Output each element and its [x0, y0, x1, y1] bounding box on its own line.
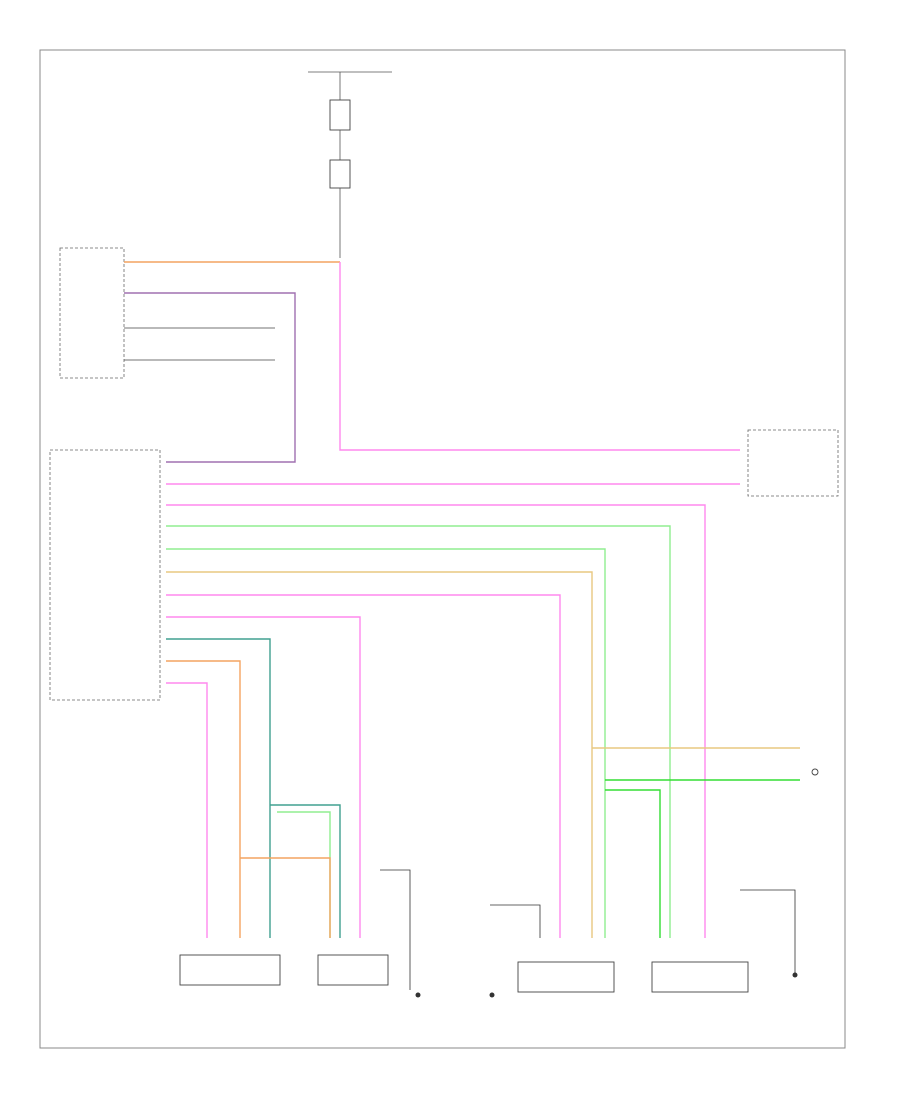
circuit-breaker — [329, 159, 351, 189]
wire-black-2 — [490, 904, 541, 938]
wire-black-1 — [380, 869, 411, 990]
wire-cluster-8 — [166, 638, 271, 938]
diagram-frame — [39, 49, 846, 1049]
wire-cluster-4 — [166, 548, 606, 938]
wire-teal-branch — [270, 804, 341, 938]
ground-symbol — [792, 972, 798, 978]
rf-door-ajar-switch — [179, 954, 281, 986]
ground-symbol — [489, 992, 495, 998]
wire-purple-bcm — [124, 292, 296, 463]
lr-door-ajar-switch — [517, 961, 615, 993]
wire-cluster-3 — [166, 525, 671, 938]
rr-door-ajar-switch — [651, 961, 749, 993]
liftgate-switch — [811, 768, 819, 776]
power-feed — [308, 71, 392, 258]
wire-cluster-10 — [166, 682, 208, 938]
cluster — [49, 449, 161, 701]
passenger-side-jb — [747, 429, 839, 497]
ground-symbol — [415, 992, 421, 998]
wire-cluster-9 — [166, 660, 241, 938]
interior-light-fuse — [329, 99, 351, 131]
wires — [124, 261, 800, 990]
wire-cluster-2 — [166, 504, 706, 938]
wire-cluster-6 — [166, 594, 561, 938]
wire-cluster-5 — [166, 571, 593, 938]
body-control-module — [59, 247, 125, 379]
wire-black-3 — [740, 889, 796, 975]
wire-cluster-7 — [166, 616, 361, 938]
wire-green-branch — [277, 811, 331, 938]
wire-orange-branch — [240, 857, 331, 938]
wire-green-rear — [605, 789, 661, 938]
lf-door-ajar-switch — [317, 954, 389, 986]
ground-symbols — [415, 972, 798, 998]
wire-pink-main — [339, 262, 740, 451]
